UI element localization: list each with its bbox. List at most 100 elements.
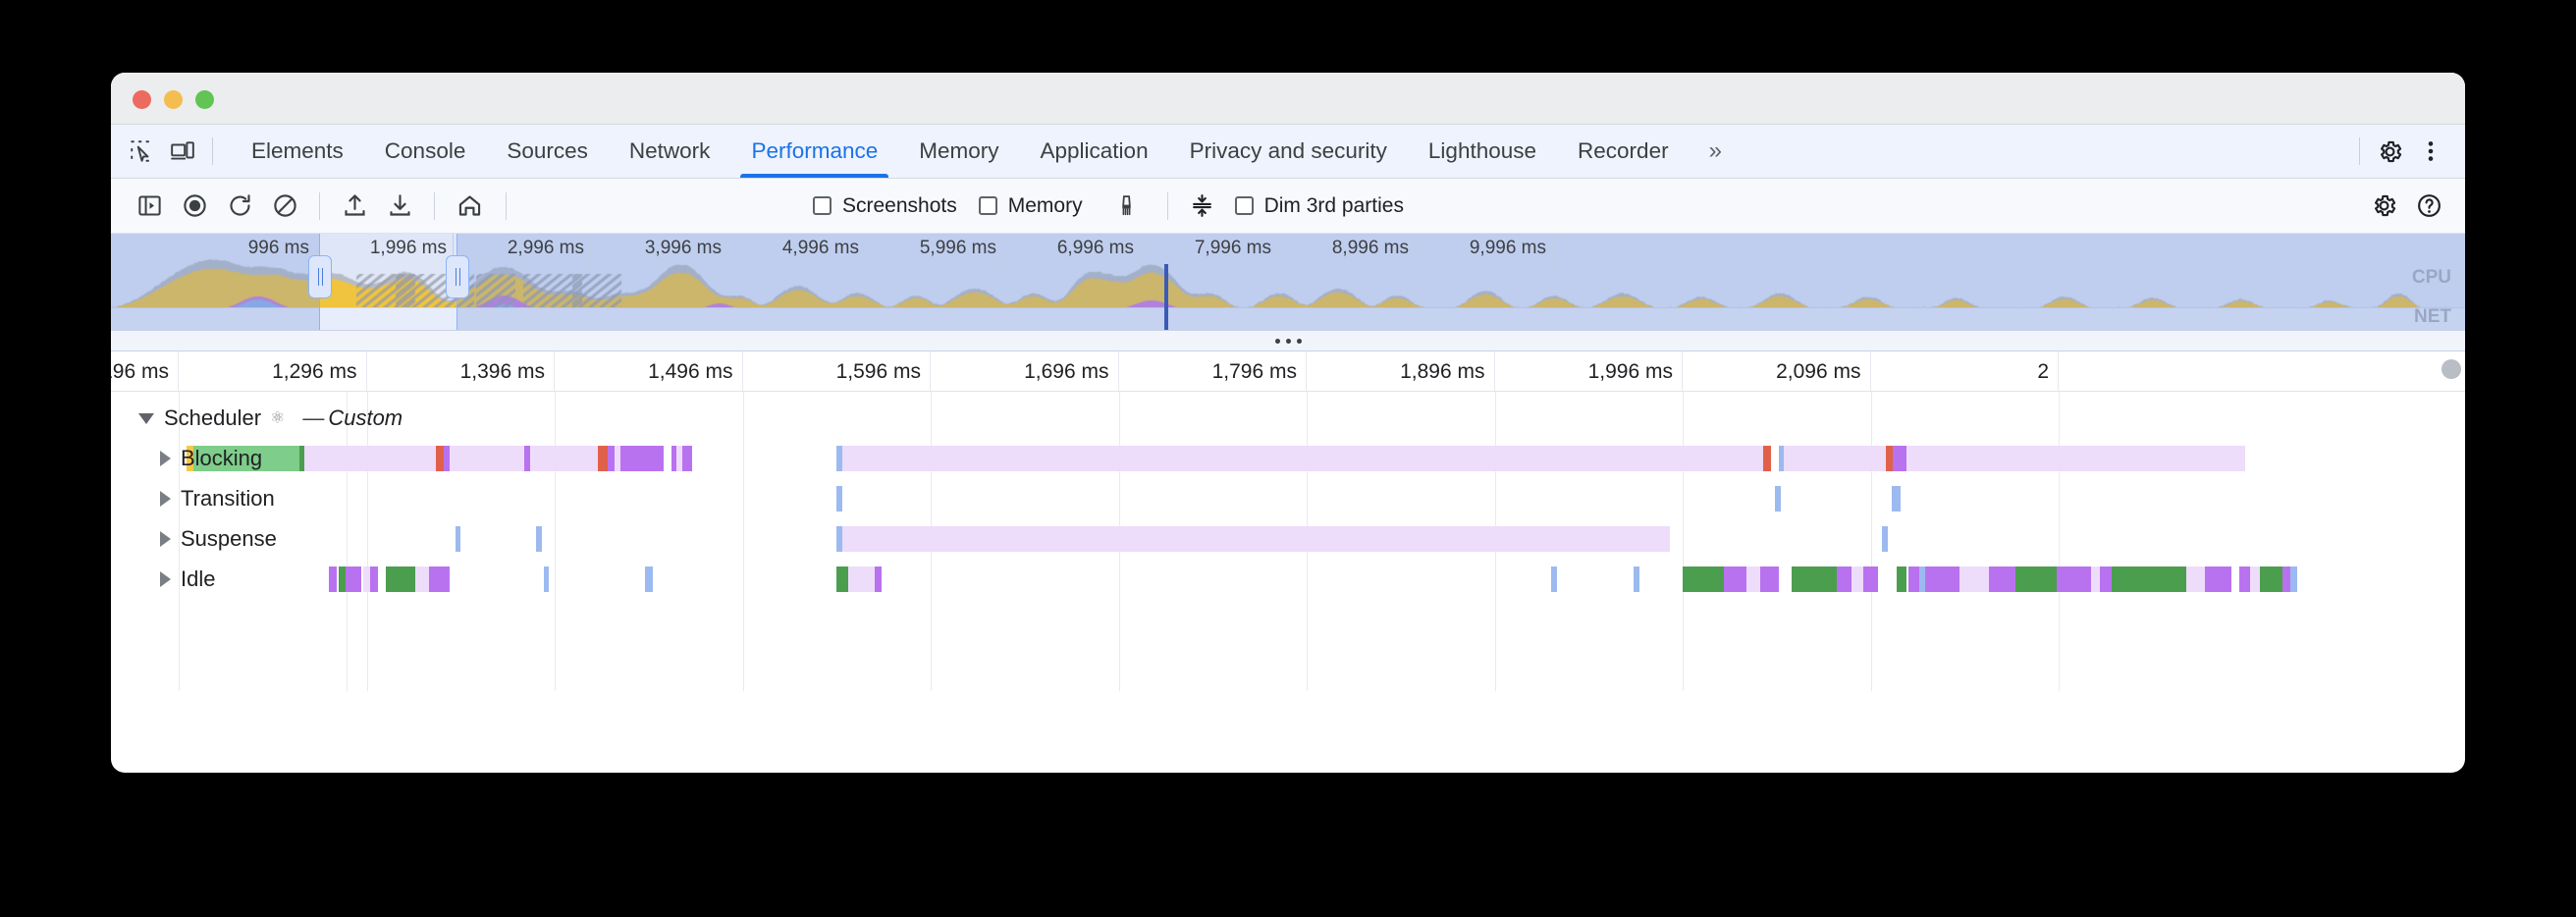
flame-bar[interactable] bbox=[428, 566, 450, 592]
overview-playhead[interactable] bbox=[1164, 264, 1168, 330]
flame-bar[interactable] bbox=[1763, 446, 1771, 471]
flame-bar[interactable] bbox=[2100, 566, 2112, 592]
brush-icon[interactable] bbox=[1104, 185, 1150, 228]
flame-bar[interactable] bbox=[836, 566, 848, 592]
flame-bar[interactable] bbox=[671, 446, 677, 471]
flame-bar[interactable] bbox=[2205, 566, 2232, 592]
flame-bar[interactable] bbox=[186, 446, 194, 471]
flame-bar[interactable] bbox=[1862, 566, 1879, 592]
flame-bar[interactable] bbox=[1919, 566, 1926, 592]
flame-bar[interactable] bbox=[682, 446, 692, 471]
dim-3rd-parties-checkbox[interactable]: Dim 3rd parties bbox=[1234, 194, 1404, 218]
flame-bar[interactable] bbox=[543, 566, 550, 592]
flame-bar[interactable] bbox=[415, 566, 429, 592]
flame-bar[interactable] bbox=[1792, 566, 1838, 592]
overview-handle-right[interactable] bbox=[446, 255, 469, 298]
flame-bar[interactable] bbox=[298, 446, 305, 471]
tab-network[interactable]: Network bbox=[609, 125, 731, 178]
flame-bar[interactable] bbox=[1774, 486, 1781, 512]
flame-bar[interactable] bbox=[1885, 446, 1894, 471]
flame-bar[interactable] bbox=[1759, 566, 1779, 592]
tab-privacy-and-security[interactable]: Privacy and security bbox=[1169, 125, 1408, 178]
track-blocking[interactable]: Blocking bbox=[111, 440, 2465, 477]
tab-elements[interactable]: Elements bbox=[231, 125, 364, 178]
flame-bar[interactable] bbox=[2281, 566, 2290, 592]
flame-chart[interactable]: Scheduler ⚛ — Custom Blocking Transition bbox=[111, 392, 2465, 691]
flame-bar[interactable] bbox=[2238, 566, 2251, 592]
chevron-right-icon[interactable] bbox=[160, 451, 171, 466]
flame-bar[interactable] bbox=[1778, 446, 1785, 471]
device-toolbar-icon[interactable] bbox=[162, 131, 203, 172]
home-icon[interactable] bbox=[447, 185, 492, 228]
flame-bar[interactable] bbox=[615, 446, 620, 471]
flame-bar[interactable] bbox=[841, 526, 1670, 552]
flame-bar[interactable] bbox=[1683, 566, 1725, 592]
flame-bar[interactable] bbox=[1852, 566, 1863, 592]
help-icon[interactable] bbox=[2406, 185, 2451, 228]
track-suspense-header[interactable]: Suspense bbox=[160, 520, 277, 558]
flame-bar[interactable] bbox=[374, 446, 437, 471]
flame-bar[interactable] bbox=[1989, 566, 2015, 592]
flame-bar[interactable] bbox=[1905, 446, 2245, 471]
flame-bar[interactable] bbox=[676, 446, 683, 471]
clear-icon[interactable] bbox=[262, 185, 307, 228]
flame-bar[interactable] bbox=[1881, 526, 1888, 552]
track-transition[interactable]: Transition bbox=[111, 480, 2465, 517]
tab-recorder[interactable]: Recorder bbox=[1557, 125, 1690, 178]
flame-bar[interactable] bbox=[1891, 486, 1902, 512]
flame-bar[interactable] bbox=[2111, 566, 2187, 592]
flame-bar[interactable] bbox=[304, 446, 375, 471]
chevron-down-icon[interactable] bbox=[138, 412, 154, 424]
flame-bar[interactable] bbox=[1837, 566, 1852, 592]
reload-and-record-icon[interactable] bbox=[217, 185, 262, 228]
tab-performance[interactable]: Performance bbox=[730, 125, 898, 178]
flame-bar[interactable] bbox=[524, 446, 531, 471]
flame-bar[interactable] bbox=[836, 526, 842, 552]
flame-bar[interactable] bbox=[193, 446, 299, 471]
zoom-window-button[interactable] bbox=[195, 90, 214, 109]
track-idle-header[interactable]: Idle bbox=[160, 561, 215, 598]
flame-bar[interactable] bbox=[1634, 566, 1639, 592]
tab-sources[interactable]: Sources bbox=[486, 125, 609, 178]
flame-bar[interactable] bbox=[346, 566, 361, 592]
flame-bar[interactable] bbox=[1959, 566, 1990, 592]
memory-checkbox[interactable]: Memory bbox=[978, 194, 1083, 218]
flame-bar[interactable] bbox=[836, 486, 842, 512]
screenshots-checkbox[interactable]: Screenshots bbox=[813, 194, 957, 218]
tab-console[interactable]: Console bbox=[364, 125, 487, 178]
flame-bar[interactable] bbox=[1784, 446, 1886, 471]
flame-bar[interactable] bbox=[644, 566, 653, 592]
flame-bar[interactable] bbox=[1550, 566, 1557, 592]
flame-bar[interactable] bbox=[841, 446, 1764, 471]
flame-bar[interactable] bbox=[847, 566, 875, 592]
flame-bar[interactable] bbox=[2250, 566, 2260, 592]
flame-bar[interactable] bbox=[338, 566, 347, 592]
flame-bar[interactable] bbox=[620, 446, 665, 471]
chevron-right-icon[interactable] bbox=[160, 571, 171, 587]
flame-bar[interactable] bbox=[449, 446, 525, 471]
toggle-sidebar-icon[interactable] bbox=[127, 185, 172, 228]
collapse-arrows-icon[interactable] bbox=[1180, 185, 1225, 228]
flame-bar[interactable] bbox=[385, 566, 416, 592]
upload-profile-icon[interactable] bbox=[332, 185, 377, 228]
track-suspense[interactable]: Suspense bbox=[111, 520, 2465, 558]
chevron-right-icon[interactable] bbox=[160, 491, 171, 507]
overview-resize-handle[interactable] bbox=[111, 330, 2465, 351]
flame-bar[interactable] bbox=[874, 566, 883, 592]
flame-bar[interactable] bbox=[1925, 566, 1959, 592]
minimize-window-button[interactable] bbox=[164, 90, 183, 109]
tab-lighthouse[interactable]: Lighthouse bbox=[1408, 125, 1557, 178]
settings-gear-icon[interactable] bbox=[2369, 131, 2410, 172]
track-group-scheduler[interactable]: Scheduler ⚛ — Custom bbox=[111, 400, 2465, 437]
download-profile-icon[interactable] bbox=[377, 185, 422, 228]
flame-bar[interactable] bbox=[370, 566, 378, 592]
chevron-right-icon[interactable] bbox=[160, 531, 171, 547]
flame-bar[interactable] bbox=[455, 526, 461, 552]
flame-bar[interactable] bbox=[444, 446, 450, 471]
record-icon[interactable] bbox=[172, 185, 217, 228]
flame-bar[interactable] bbox=[2259, 566, 2282, 592]
track-blocking-header[interactable]: Blocking bbox=[160, 440, 262, 477]
capture-settings-gear-icon[interactable] bbox=[2361, 185, 2406, 228]
flame-bar[interactable] bbox=[2186, 566, 2206, 592]
